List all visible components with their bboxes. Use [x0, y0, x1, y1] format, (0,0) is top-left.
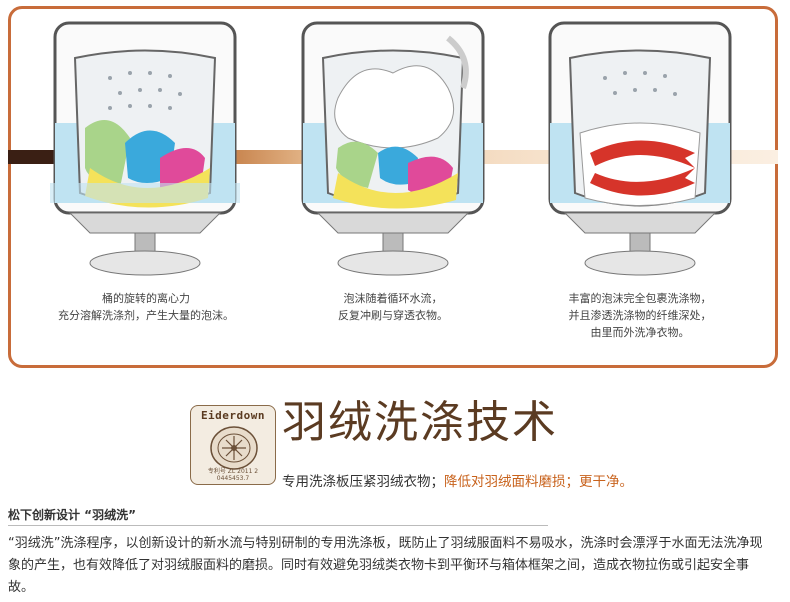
headline: 羽绒洗涤技术	[282, 397, 558, 448]
caption-line: 由里而外洗净衣物。	[590, 326, 690, 339]
logo-brand: Eiderdown	[200, 409, 266, 422]
washer-illustration-3	[548, 21, 732, 276]
washer-illustration-2	[301, 21, 485, 276]
body-text: “羽绒洗”洗涤程序，以创新设计的新水流与特别研制的专用洗涤板，既防止了羽绒服面料…	[8, 536, 763, 595]
step-caption-1: 桶的旋转的离心力 充分溶解洗涤剂，产生大量的泡沫。	[36, 290, 256, 324]
caption-line: 泡沫随着循环水流，	[343, 292, 443, 305]
caption-line: 并且渗透洗涤物的纤维深处，	[568, 309, 712, 322]
tagline-part1: 专用洗涤板压紧羽绒衣物；	[282, 474, 444, 490]
logo-patent: 专利号 ZL 2011 2 0445453.7	[207, 468, 259, 482]
tagline: 专用洗涤板压紧羽绒衣物；降低对羽绒面料磨损；更干净。	[282, 470, 633, 490]
washer-illustration-1	[50, 21, 240, 276]
feather-seal-icon	[210, 426, 258, 470]
caption-line: 充分溶解洗涤剂，产生大量的泡沫。	[58, 309, 234, 322]
step-caption-2: 泡沫随着循环水流， 反复冲刷与穿透衣物。	[283, 290, 503, 324]
caption-line: 桶的旋转的离心力	[102, 292, 190, 305]
eiderdown-logo: Eiderdown 专利号 ZL 2011 2 0445453.7	[190, 405, 276, 485]
section-title: 松下创新设计 “羽绒洗”	[8, 508, 136, 522]
tagline-part2: 降低对羽绒面料磨损；更干净。	[444, 474, 633, 490]
divider	[8, 525, 548, 526]
step-caption-3: 丰富的泡沫完全包裹洗涤物， 并且渗透洗涤物的纤维深处， 由里而外洗净衣物。	[530, 290, 750, 341]
caption-line: 反复冲刷与穿透衣物。	[338, 309, 448, 322]
caption-line: 丰富的泡沫完全包裹洗涤物，	[568, 292, 712, 305]
